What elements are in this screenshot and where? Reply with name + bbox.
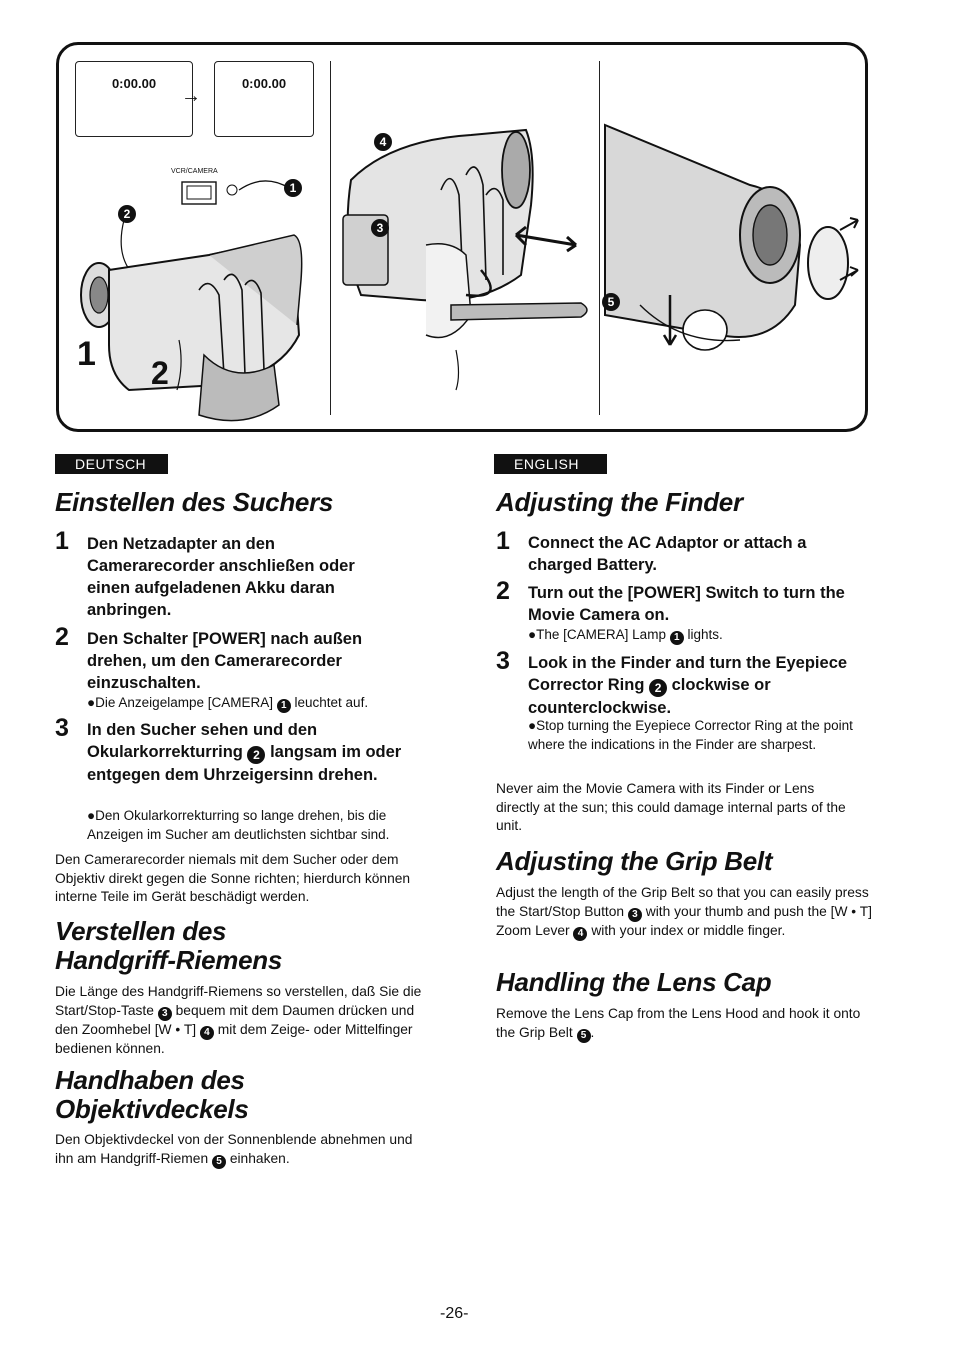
paragraph-lens-cap-en: Remove the Lens Cap from the Lens Hood a…: [496, 1006, 861, 1043]
step-text-1-de: Den Netzadapter an den Camerarecorder an…: [87, 535, 355, 619]
finder-display-before-time: 0:00.00: [111, 76, 157, 91]
warning-de: Den Camerarecorder niemals mit dem Suche…: [55, 852, 411, 905]
paragraph-grip-de: Die Länge des Handgriff-Riemens so verst…: [55, 984, 422, 1056]
step-number-2-en: 2: [496, 577, 510, 605]
step-number-3-en: 3: [496, 647, 510, 675]
marker-lamp-icon: 1: [669, 631, 684, 645]
language-bar-english: ENGLISH: [494, 454, 607, 474]
marker-grip-belt-icon: 5: [576, 1028, 591, 1043]
warning-en: Never aim the Movie Camera with its Find…: [496, 781, 846, 834]
lens-cap-drawing: [604, 123, 859, 351]
finder-display-after-time: 0:00.00: [241, 76, 287, 91]
heading-lens-cap-en: Handling the Lens Cap: [496, 967, 772, 997]
switch-label: VCR/CAMERA: [171, 168, 218, 175]
heading-finder-de: Einstellen des Suchers: [55, 487, 334, 517]
camera-finder-drawing: [80, 180, 303, 422]
step-marker-1: 1: [77, 335, 96, 373]
step-note-2-en: ●The [CAMERA] Lamp 1 lights.: [528, 627, 723, 645]
heading-finder-en: Adjusting the Finder: [496, 487, 743, 517]
marker-lamp-icon: 1: [276, 699, 291, 713]
step-text-2-de: Den Schalter [POWER] nach außen drehen, …: [87, 630, 363, 692]
paragraph-lens-cap-de: Den Objektivdeckel von der Sonnenblende …: [55, 1132, 413, 1169]
heading-grip-en: Adjusting the Grip Belt: [496, 846, 773, 876]
callout-lamp: 1: [284, 177, 302, 197]
step-text-3-en: Look in the Finder and turn the Eyepiece…: [528, 654, 848, 717]
step-number-1-en: 1: [496, 527, 510, 555]
panel-divider-left: [330, 61, 331, 415]
finder-display-after: 0:00.00: [214, 61, 314, 137]
callout-eyepiece-ring: 2: [118, 203, 136, 223]
step-number-2-de: 2: [55, 623, 69, 651]
marker-zoom-lever-icon: 4: [573, 926, 588, 941]
illustration-panel: 0:00.00 → 0:00.00 VCR/CAMERA 1 2 1 2 4 3: [56, 42, 868, 432]
callout-grip-belt: 5: [602, 291, 620, 311]
language-bar-deutsch: DEUTSCH: [55, 454, 168, 474]
step-text-2-en: Turn out the [POWER] Switch to turn the …: [528, 584, 845, 624]
step-text-1-en: Connect the AC Adaptor or attach a charg…: [528, 534, 807, 574]
step-note-2-de: ●Die Anzeigelampe [CAMERA] 1 leuchtet au…: [87, 695, 369, 713]
marker-start-stop-icon: 3: [157, 1006, 172, 1021]
step-number-1-de: 1: [55, 527, 69, 555]
marker-grip-belt-icon: 5: [211, 1154, 226, 1169]
page-number: -26-: [440, 1305, 469, 1322]
callout-zoom-lever: 4: [374, 131, 392, 151]
marker-eyepiece-ring-icon: 2: [247, 746, 266, 764]
step-note-3-de: ●Den Okularkorrekturring so lange drehen…: [87, 808, 390, 842]
marker-eyepiece-ring-icon: 2: [649, 679, 668, 697]
heading-lens-cap-de: Handhaben des Objektivdeckels: [55, 1065, 249, 1124]
step-note-3-en: ●Stop turning the Eyepiece Corrector Rin…: [528, 718, 853, 752]
step-marker-2: 2: [151, 355, 169, 391]
finder-display-before: 0:00.00: [75, 61, 193, 137]
step-text-3-de: In den Sucher sehen und den Okularkorrek…: [87, 721, 402, 784]
marker-zoom-lever-icon: 4: [199, 1025, 214, 1040]
step-number-3-de: 3: [55, 714, 69, 742]
marker-start-stop-icon: 3: [627, 907, 642, 922]
paragraph-grip-en: Adjust the length of the Grip Belt so th…: [496, 885, 872, 941]
panel-divider-right: [599, 61, 600, 415]
heading-grip-de: Verstellen des Handgriff-Riemens: [55, 916, 283, 975]
grip-belt-drawing: [342, 128, 588, 391]
arrow-right-icon: →: [181, 85, 201, 107]
callout-start-stop: 3: [371, 217, 389, 237]
